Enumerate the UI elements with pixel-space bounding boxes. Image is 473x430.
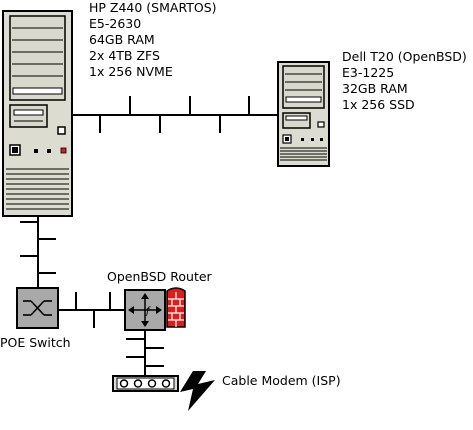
dell-cpu: E3-1225 xyxy=(342,65,395,80)
link-hp-switch xyxy=(20,217,56,288)
hp-ram: 64GB RAM xyxy=(89,32,155,47)
network-switch-icon xyxy=(16,287,59,329)
dell-t20-label: Dell T20 (OpenBSD) E3-1225 32GB RAM 1x 2… xyxy=(342,49,467,113)
switch-label: POE Switch xyxy=(0,335,71,350)
lightning-bolt-icon xyxy=(180,371,215,411)
dell-name: Dell T20 (OpenBSD) xyxy=(342,49,467,64)
hp-nvme: 1x 256 NVME xyxy=(89,64,173,79)
router-icon: ƒ xyxy=(124,289,166,331)
hp-z440-label: HP Z440 (SMARTOS) E5-2630 64GB RAM 2x 4T… xyxy=(89,0,217,80)
tower-server-icon xyxy=(277,61,330,167)
hp-name: HP Z440 (SMARTOS) xyxy=(89,0,217,15)
router-label: OpenBSD Router xyxy=(107,269,212,284)
tower-server-icon xyxy=(2,10,73,217)
link-router-modem xyxy=(126,330,164,375)
dell-ssd: 1x 256 SSD xyxy=(342,97,415,112)
cable-modem-icon xyxy=(112,375,179,392)
firewall-icon xyxy=(166,287,186,328)
hp-cpu: E5-2630 xyxy=(89,16,142,31)
modem-label: Cable Modem (ISP) xyxy=(222,373,341,388)
link-hp-dell xyxy=(72,96,278,133)
hp-storage: 2x 4TB ZFS xyxy=(89,48,160,63)
dell-ram: 32GB RAM xyxy=(342,81,408,96)
svg-text:ƒ: ƒ xyxy=(144,306,151,317)
link-switch-router xyxy=(59,292,125,328)
